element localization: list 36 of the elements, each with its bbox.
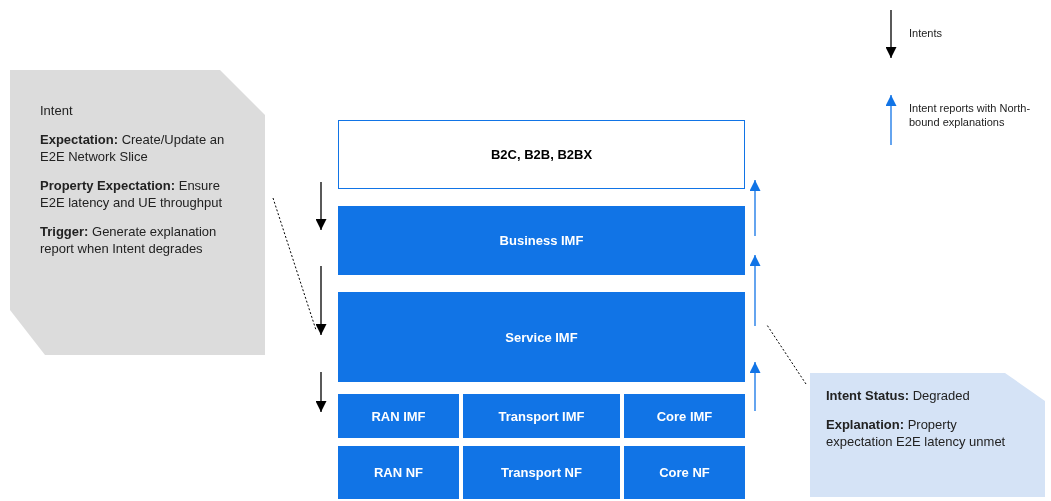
callout-box (810, 373, 1045, 497)
layer-box (463, 394, 620, 438)
callout-text: Intent Status: Degraded (826, 387, 971, 404)
layer-label: Core NF (659, 465, 710, 480)
layer-label: Core IMF (656, 408, 713, 424)
layer-label: B2C, B2B, B2BX (490, 147, 593, 162)
leader-line (766, 324, 807, 385)
layer-box (338, 120, 745, 189)
layer-label: RAN NF (373, 465, 424, 480)
layer-box (338, 206, 745, 275)
callout-text: Explanation: Property expectation E2E latency unmet (826, 416, 1007, 450)
leader-line (272, 197, 317, 331)
legend-text: Intent reports with North-bound explanations (909, 101, 1032, 129)
arrow (749, 254, 761, 327)
layer-box (624, 446, 745, 499)
callout-box (10, 70, 265, 355)
callout-text: Expectation: Create/Update an E2E Network Slice (40, 131, 226, 165)
layer-box (338, 394, 459, 438)
legend-text: Intents (909, 26, 944, 40)
layer-box (338, 446, 459, 499)
layer-box (338, 292, 745, 382)
layer-label: Transport IMF (498, 408, 585, 424)
arrow (315, 265, 327, 336)
callout-text: Intent (40, 102, 74, 119)
arrow (315, 181, 327, 231)
callout-text: Trigger: Generate explanation report when Intent degrades (40, 223, 218, 257)
layer-label: Service IMF (505, 329, 578, 345)
layer-label: Transport NF (501, 465, 582, 480)
layer-label: RAN IMF (371, 408, 426, 424)
arrow (315, 371, 327, 413)
callout-text: Property Expectation: Ensure E2E latency and UE throughput (40, 177, 224, 211)
layer-box (624, 394, 745, 438)
arrow (749, 179, 761, 237)
layer-box (463, 446, 620, 499)
layer-label: Business IMF (499, 233, 584, 248)
arrow (749, 361, 761, 412)
